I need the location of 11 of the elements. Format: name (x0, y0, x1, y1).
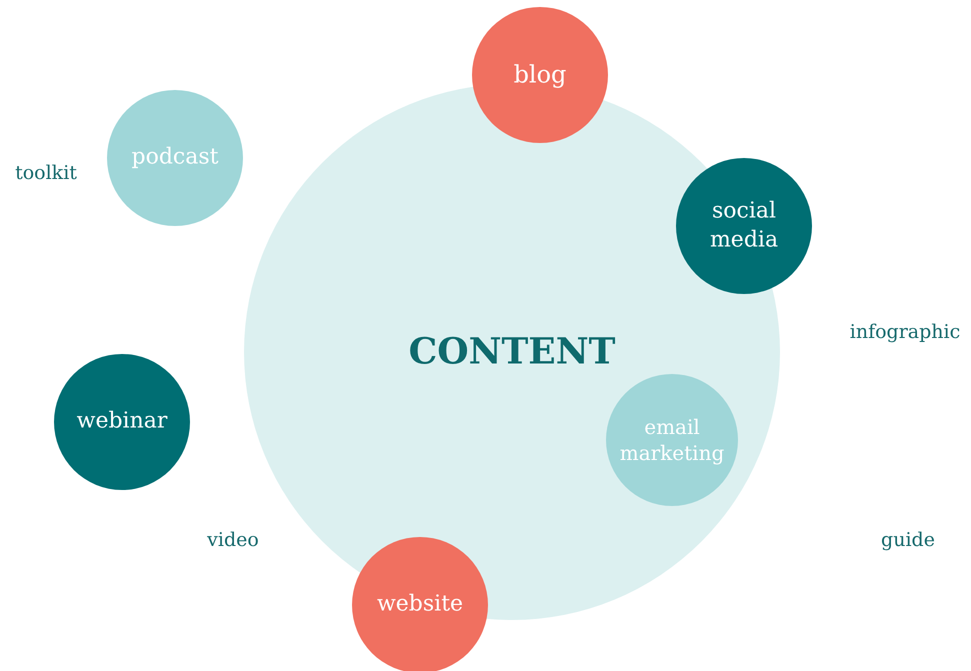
hub-label: CONTENT (408, 330, 616, 375)
format-label: toolkit (15, 162, 77, 184)
topic-label: webinar (76, 408, 168, 436)
format-label: guide (881, 529, 935, 551)
topic-label: social media (708, 197, 780, 254)
format-label: video (207, 529, 259, 551)
topic-label: email marketing (618, 414, 726, 466)
topic-label: podcast (132, 144, 218, 172)
format-label: infographic (850, 321, 960, 343)
topic-label: blog (514, 59, 566, 90)
topic-label: website (376, 590, 464, 619)
